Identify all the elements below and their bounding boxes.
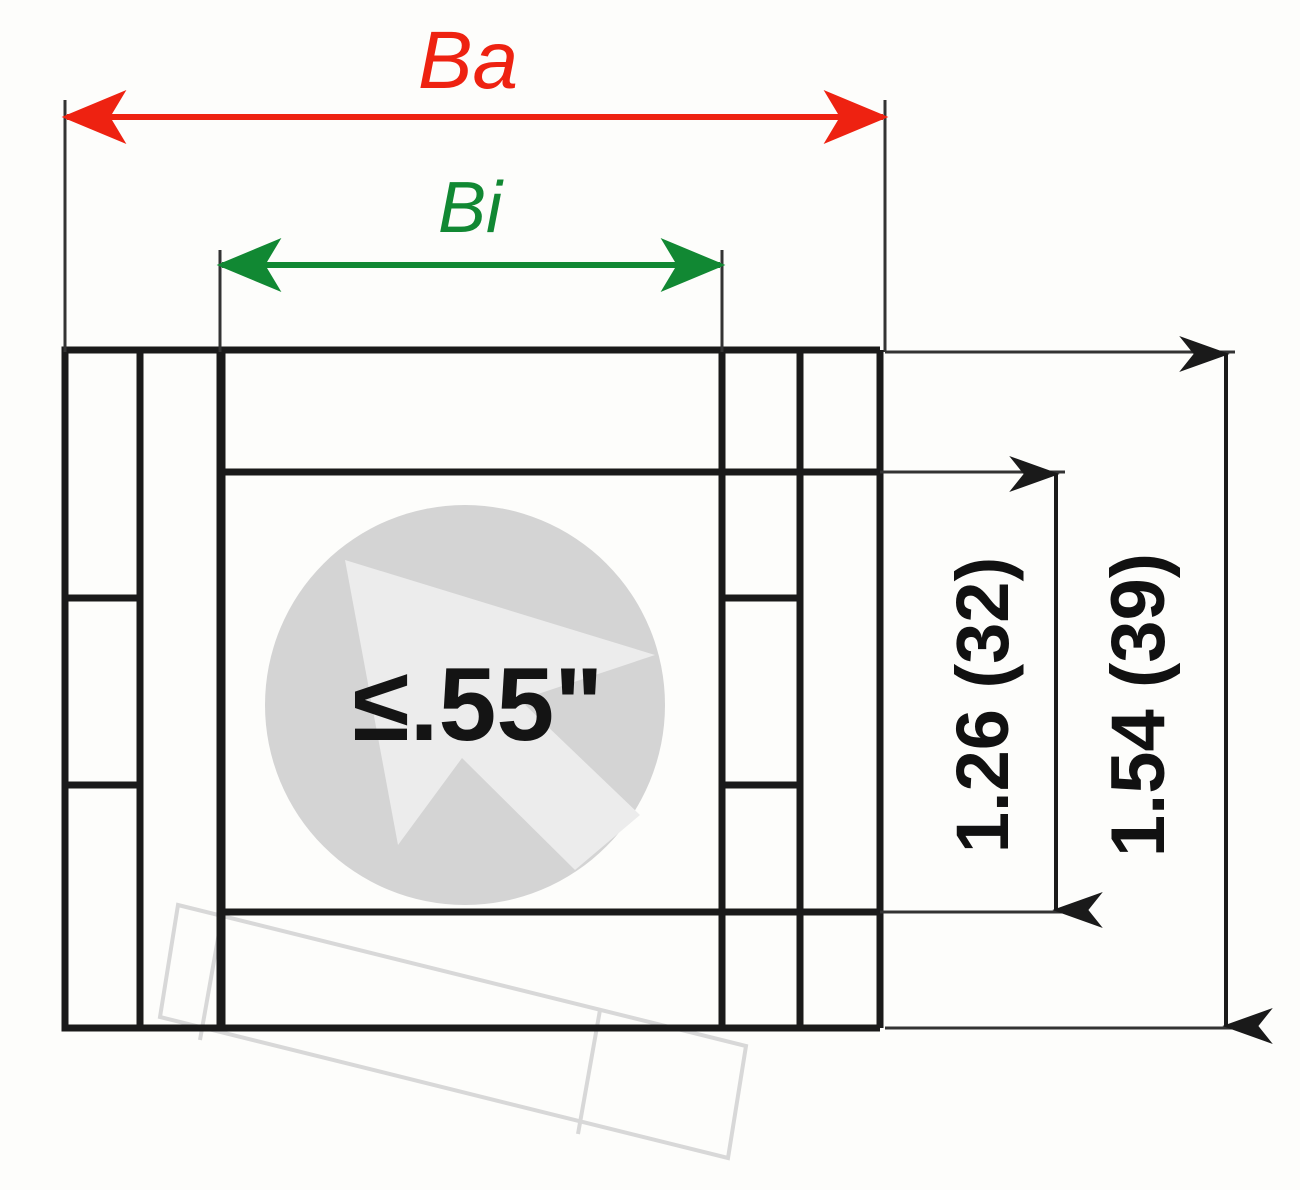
dimension-outer-height-label: 1.54 (39) (1096, 553, 1181, 857)
cabinet-section-linework (61, 346, 884, 1032)
cursor-arrow-icon (345, 560, 655, 870)
left-inner-strip (136, 346, 224, 1032)
thickness-badge-label: ≤.55" (353, 647, 604, 763)
left-strip-segment-bottom (61, 781, 144, 1032)
left-strip-segment-top (61, 346, 144, 602)
ghost-panel-outline (157, 902, 749, 1161)
thickness-badge (265, 505, 665, 905)
dimension-bi-label: Bi (438, 168, 504, 248)
dimension-ba-label: Ba (418, 15, 518, 106)
extension-lines (63, 100, 1235, 1030)
left-strip-segment-mid (61, 594, 144, 789)
dimension-inner-height-label: 1.26 (32) (941, 557, 1024, 853)
